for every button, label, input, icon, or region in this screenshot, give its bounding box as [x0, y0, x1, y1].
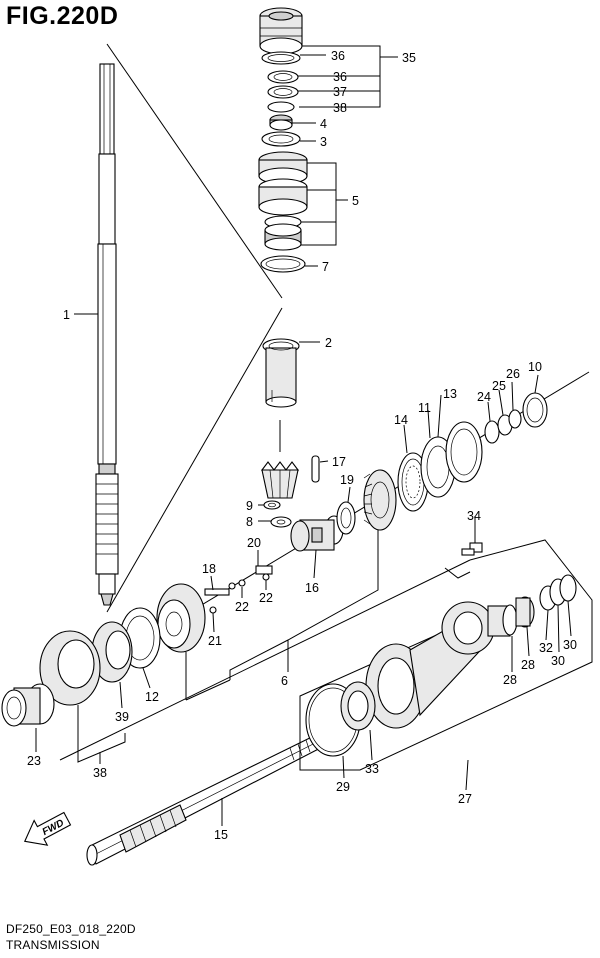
part-sleeve-2 [262, 338, 300, 408]
callout-13: 13 [443, 387, 457, 401]
callout-19: 19 [340, 473, 354, 487]
part-drive-shaft [95, 63, 119, 606]
part-pin-17 [311, 455, 320, 483]
callout-20: 20 [247, 536, 261, 550]
part-seal-30-b [559, 574, 577, 602]
part-ball-22-a [238, 579, 246, 587]
part-ball-21 [209, 606, 217, 614]
callout-18: 18 [202, 562, 216, 576]
part-ring-24 [484, 420, 500, 444]
part-reverse-gear [156, 583, 206, 653]
fwd-label: FWD [41, 818, 66, 838]
callout-7: 7 [322, 260, 329, 274]
fwd-arrow-icon: FWD [24, 811, 72, 846]
part-ring-10 [522, 392, 548, 428]
part-bolt-33 [461, 530, 483, 556]
part-washer-9 [263, 500, 281, 510]
callout-3: 3 [320, 135, 327, 149]
figure-name: TRANSMISSION [6, 938, 100, 952]
callout-39: 39 [115, 710, 129, 724]
callout-11: 11 [418, 401, 431, 415]
part-circlip-7 [260, 255, 306, 273]
part-ring-26 [508, 409, 522, 429]
part-nut-4 [269, 114, 293, 131]
part-pinion-gear [260, 461, 300, 499]
callout-labels: 36 35 36 37 38 4 3 5 7 2 1 10 26 25 24 1… [27, 49, 577, 842]
callout-27: 27 [458, 792, 472, 806]
part-housing-27 [365, 601, 518, 729]
callout-5: 5 [352, 194, 359, 208]
callout-25: 25 [492, 379, 506, 393]
callout-6: 6 [281, 674, 288, 688]
callout-21: 21 [208, 634, 222, 648]
callout-17: 17 [332, 455, 346, 469]
part-taper-bearing-39 [91, 621, 133, 683]
callout-26: 26 [506, 367, 520, 381]
part-bearing-housing-34 [259, 7, 303, 55]
part-needle-bearing-28-a [515, 596, 535, 628]
callout-36-b: 37 [333, 85, 347, 99]
callout-24: 24 [477, 390, 491, 404]
callout-22-a: 22 [235, 600, 249, 614]
part-shim-13 [445, 421, 483, 483]
figure-code: DF250_E03_018_220D [6, 922, 136, 936]
callout-9: 9 [246, 499, 253, 513]
callout-30-b: 30 [563, 638, 577, 652]
part-bearing-32 [340, 681, 376, 731]
part-bearing-race-38 [39, 630, 101, 706]
callout-10: 10 [528, 360, 542, 374]
callout-35: 36 [331, 49, 345, 63]
callout-15: 15 [214, 828, 228, 842]
callout-2: 2 [325, 336, 332, 350]
callout-36-a: 36 [333, 70, 347, 84]
callout-leaders [35, 45, 572, 826]
callout-8: 8 [246, 515, 253, 529]
part-bushing-23 [1, 683, 55, 727]
callout-12: 12 [145, 690, 159, 704]
callout-32: 33 [365, 762, 379, 776]
callout-34: 35 [402, 51, 416, 65]
part-forward-gear-19 [336, 469, 397, 535]
part-o-ring-37 [267, 101, 295, 113]
callout-33: 34 [467, 509, 481, 523]
callout-29: 29 [336, 780, 350, 794]
callout-16: 16 [305, 581, 319, 595]
callout-38: 38 [93, 766, 107, 780]
callout-14: 14 [394, 413, 408, 427]
part-washer-3 [261, 131, 301, 147]
part-taper-bearing-5 [258, 151, 308, 251]
part-nut-8 [270, 516, 292, 528]
callout-30-a: 30 [551, 654, 565, 668]
part-spring-20 [255, 565, 273, 575]
callout-22-b: 22 [259, 591, 273, 605]
callout-37: 38 [333, 101, 347, 115]
part-push-rod-18 [204, 582, 236, 596]
callout-4: 4 [320, 117, 327, 131]
callout-31: 32 [539, 641, 553, 655]
part-seal-36-lower [267, 85, 299, 99]
part-seal-36-upper [267, 70, 299, 84]
part-propeller-shaft-15 [86, 729, 333, 866]
figure-title: FIG.220D [6, 2, 119, 30]
callout-1: 1 [63, 308, 70, 322]
callout-23: 23 [27, 754, 41, 768]
callout-28-a: 28 [503, 673, 517, 687]
part-clutch-16 [290, 515, 344, 552]
callout-28-b: 28 [521, 658, 535, 672]
part-housing-27-group [299, 539, 593, 771]
part-seal-35 [261, 51, 301, 65]
part-ball-22-b [262, 573, 270, 581]
